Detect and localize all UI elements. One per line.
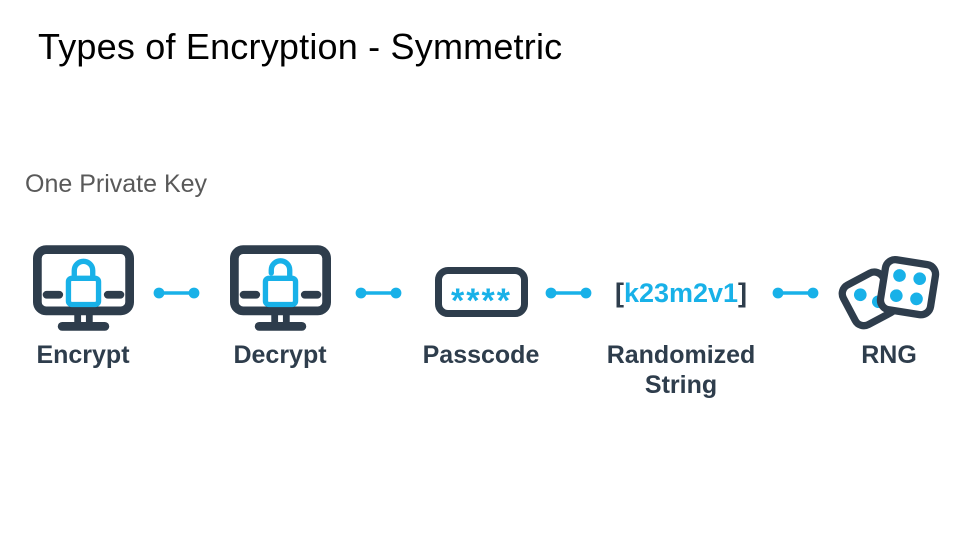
subtitle-one-private-key: One Private Key xyxy=(25,170,208,198)
random-string-text: k23m2v1 xyxy=(623,278,739,308)
lock-open-icon xyxy=(262,258,299,308)
connector-dot-line-icon xyxy=(772,287,819,299)
connector-dot-line-icon xyxy=(545,287,592,299)
flow-label-rng: RNG xyxy=(861,341,917,369)
connector-dot-line-icon xyxy=(355,287,402,299)
flow-label-encrypt: Encrypt xyxy=(36,341,130,369)
bracketed-string-icon: [k23m2v1] xyxy=(596,273,766,313)
passcode-field-icon: **** xyxy=(435,267,528,317)
bracket-close: ] xyxy=(738,278,748,308)
flow-label-randomized-string: Randomized String xyxy=(606,341,756,399)
die-four-pips xyxy=(876,256,940,319)
flow-label-passcode: Passcode xyxy=(422,341,540,369)
monitor-locked-icon xyxy=(33,245,134,331)
slide-title: Types of Encryption - Symmetric xyxy=(38,26,563,67)
passcode-mask-asterisks: **** xyxy=(451,282,512,317)
connector-dot-line-icon xyxy=(153,287,200,299)
monitor-unlocked-icon xyxy=(230,245,331,331)
lock-closed-icon xyxy=(65,258,102,308)
flow-label-decrypt: Decrypt xyxy=(233,341,327,369)
dice-icon xyxy=(838,256,940,330)
bracket-open: [ xyxy=(614,278,624,308)
